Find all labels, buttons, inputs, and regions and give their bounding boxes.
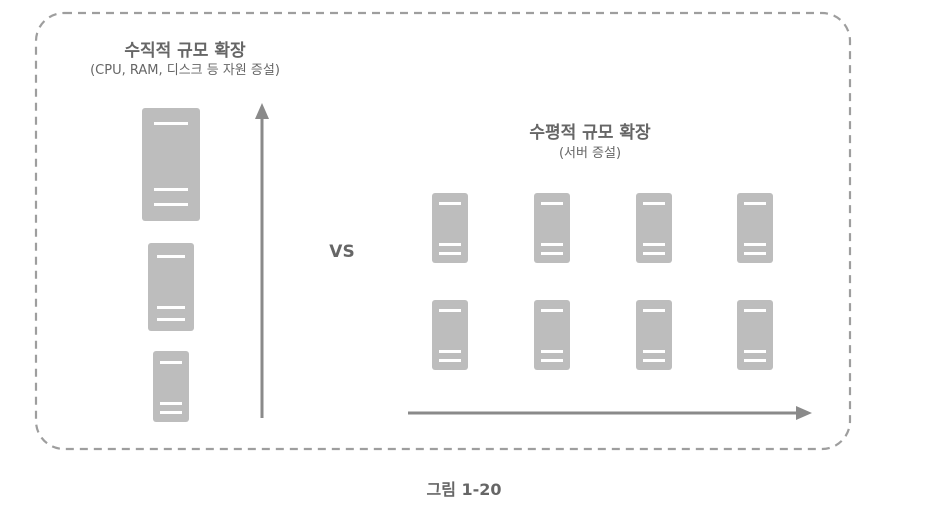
vertical-scaling-subtitle: (CPU, RAM, 디스크 등 자원 증설) — [90, 63, 280, 78]
server-icon — [534, 300, 570, 370]
horizontal-scaling-subtitle: (서버 증설) — [558, 146, 622, 161]
arrow-up-icon — [255, 103, 269, 418]
server-icon — [534, 193, 570, 263]
vertical-scaling-title: 수직적 규모 확장 — [124, 41, 246, 61]
server-icon — [432, 193, 468, 263]
server-icon — [636, 193, 672, 263]
server-icon — [737, 193, 773, 263]
server-icon-large — [142, 108, 200, 221]
server-icon — [636, 300, 672, 370]
arrow-right-icon — [408, 406, 812, 420]
dashed-border — [34, 11, 852, 451]
server-icon — [432, 300, 468, 370]
vs-label: VS — [329, 242, 355, 262]
server-icon-medium — [148, 243, 194, 331]
server-grid — [432, 193, 773, 370]
server-icon-small — [153, 351, 189, 422]
horizontal-scaling-title: 수평적 규모 확장 — [529, 123, 651, 143]
figure-caption: 그림 1-20 — [426, 480, 502, 499]
server-icon — [737, 300, 773, 370]
